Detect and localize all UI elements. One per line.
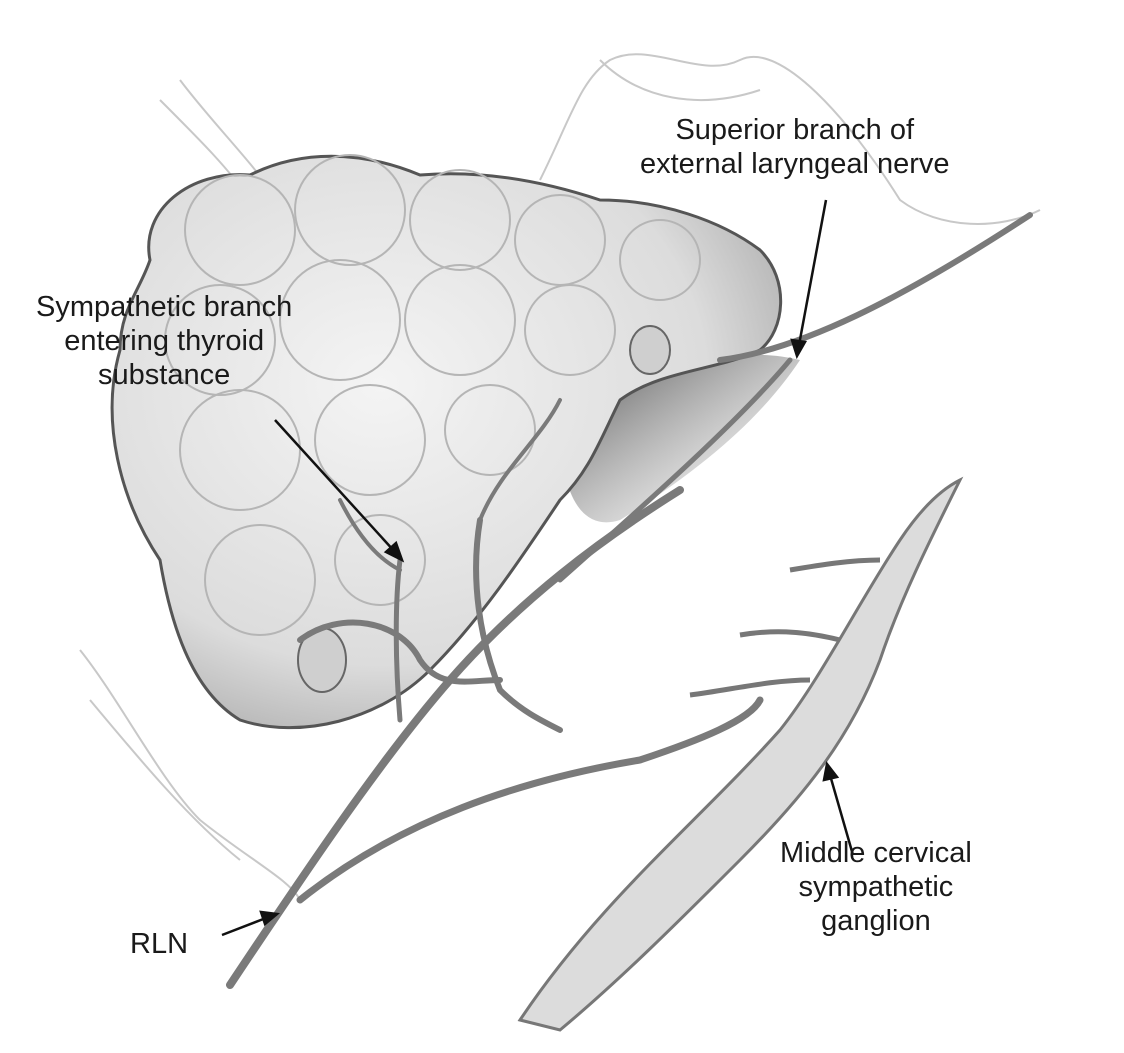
label-sympathetic-branch: Sympathetic branch entering thyroid subs…: [36, 290, 292, 392]
parathyroid-upper: [629, 325, 671, 375]
label-line: ganglion: [821, 905, 931, 937]
label-line: entering thyroid: [64, 325, 265, 357]
label-superior-branch: Superior branch of external laryngeal ne…: [640, 113, 950, 181]
label-line: substance: [98, 359, 231, 391]
label-line: sympathetic: [798, 871, 954, 903]
ganglion-branches: [689, 557, 881, 698]
leader-lines: [221, 199, 855, 937]
nerves: [226, 212, 1033, 989]
label-line: Middle cervical: [780, 837, 972, 869]
label-rln: RLN: [130, 928, 189, 960]
middle-cervical-ganglion: [517, 476, 964, 1032]
label-middle-cervical-ganglion: Middle cervical sympathetic ganglion: [780, 836, 972, 938]
label-line: Sympathetic branch: [36, 291, 293, 323]
thyroid-lobules: [164, 154, 701, 636]
external-laryngeal-nerve: [717, 212, 1033, 363]
label-line: external laryngeal nerve: [640, 148, 950, 180]
label-line: Superior branch of: [675, 114, 915, 146]
background-tissue: [79, 53, 1041, 901]
